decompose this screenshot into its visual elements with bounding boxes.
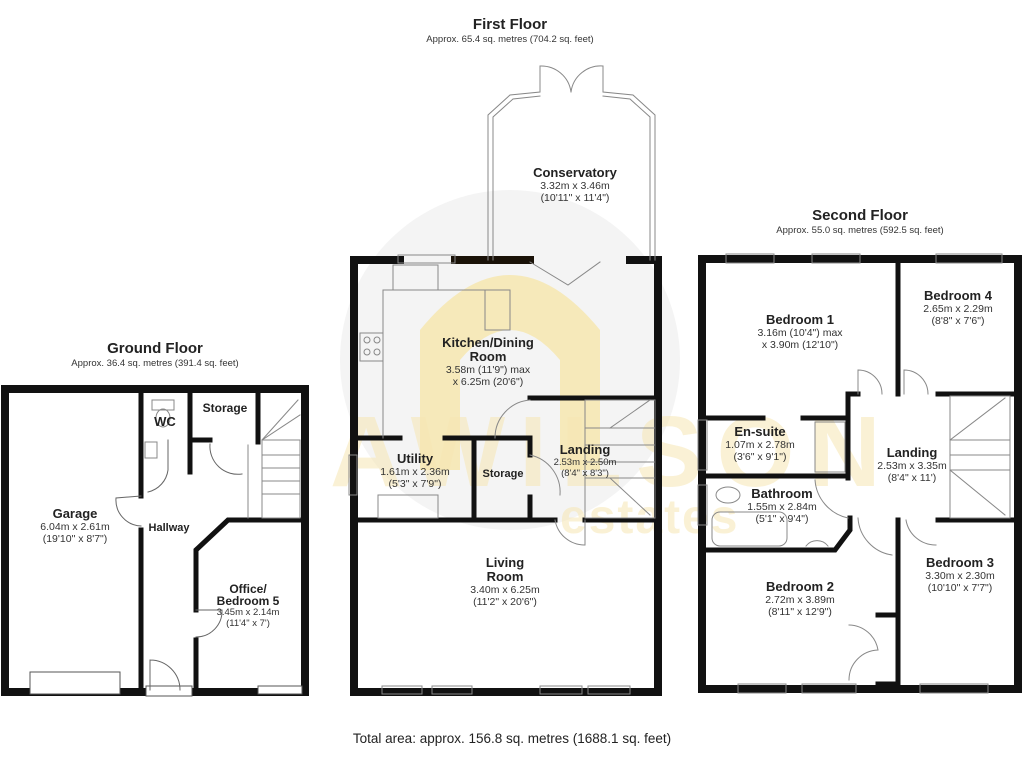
room-office-bedroom5: Office/ Bedroom 5 3.45m x 2.14m (11'4" x… (198, 583, 298, 629)
room-hallway: Hallway (148, 522, 190, 534)
room-en-suite: En-suite 1.07m x 2.78m (3'6" x 9'1") (710, 424, 810, 464)
room-landing-first: Landing 2.53m x 2.50m (8'4" x 8'3") (540, 442, 630, 480)
room-kitchen-dining: Kitchen/Dining Room 3.58m (11'9") max x … (418, 335, 558, 389)
room-name: En-suite (734, 424, 786, 439)
room-name-line1: Kitchen/Dining (442, 335, 534, 350)
total-area: Total area: approx. 156.8 sq. metres (16… (352, 731, 672, 746)
room-dim-metric: 3.45m x 2.14m (216, 607, 280, 618)
room-bedroom-1: Bedroom 1 3.16m (10'4") max x 3.90m (12'… (730, 312, 870, 352)
room-name-line2: Room (486, 569, 524, 584)
watermark-brand: AWILSON (330, 396, 895, 508)
room-name: Landing (559, 442, 611, 457)
room-dim-imperial: (5'3" x 7'9") (388, 478, 442, 490)
room-name-line2: Bedroom 5 (216, 594, 280, 608)
room-conservatory: Conservatory 3.32m x 3.46m (10'11" x 11'… (510, 165, 640, 205)
room-name: Landing (886, 445, 938, 460)
room-dim-metric: 6.04m x 2.61m (40, 521, 110, 533)
room-storage-ground: Storage (202, 401, 248, 415)
room-dim-metric: 1.55m x 2.84m (747, 501, 817, 513)
room-dim-line2: x 6.25m (20'6") (452, 376, 524, 388)
first-floor-header: First Floor Approx. 65.4 sq. metres (704… (395, 16, 625, 45)
room-dim-imperial: (8'4" x 11') (887, 472, 937, 484)
room-dim-metric: 2.53m x 2.50m (553, 457, 617, 468)
room-bathroom: Bathroom 1.55m x 2.84m (5'1" x 9'4") (732, 486, 832, 526)
room-name: Garage (52, 506, 98, 521)
room-garage: Garage 6.04m x 2.61m (19'10" x 8'7") (15, 506, 135, 546)
second-floor-area: Approx. 55.0 sq. metres (592.5 sq. feet) (776, 225, 944, 236)
room-name-line1: Living (485, 555, 525, 570)
first-floor-title: First Floor (472, 16, 548, 33)
room-name-line1: Office/ (229, 582, 267, 596)
room-wc: WC (154, 414, 176, 429)
ground-floor-area: Approx. 36.4 sq. metres (391.4 sq. feet) (71, 358, 239, 369)
room-dim-metric: 3.30m x 2.30m (925, 570, 995, 582)
second-floor-title: Second Floor (812, 207, 908, 224)
room-dim-metric: 2.65m x 2.29m (923, 303, 993, 315)
room-name: Bedroom 2 (766, 579, 834, 594)
room-dim-metric: 1.07m x 2.78m (725, 439, 795, 451)
room-landing-second: Landing 2.53m x 3.35m (8'4" x 11') (862, 445, 962, 485)
room-storage-first: Storage (482, 468, 524, 480)
room-dim-imperial: (10'10" x 7'7") (927, 582, 993, 594)
room-name: Bedroom 3 (926, 555, 994, 570)
room-dim-imperial: (10'11" x 11'4") (540, 192, 610, 204)
room-dim-imperial: (8'11" x 12'9") (768, 606, 832, 618)
room-name: Conservatory (533, 165, 617, 180)
first-floor-area: Approx. 65.4 sq. metres (704.2 sq. feet) (426, 34, 594, 45)
room-dim-line2: x 3.90m (12'10") (761, 339, 839, 351)
room-dim-metric: 2.72m x 3.89m (765, 594, 835, 606)
room-dim-imperial: (3'6" x 9'1") (733, 451, 787, 463)
room-bedroom-3: Bedroom 3 3.30m x 2.30m (10'10" x 7'7") (905, 555, 1015, 595)
room-name: Bedroom 4 (924, 288, 992, 303)
room-dim-imperial: (11'4" x 7') (226, 618, 270, 629)
room-utility: Utility 1.61m x 2.36m (5'3" x 7'9") (360, 451, 470, 491)
room-dim-line1: 3.58m (11'9") max (445, 364, 531, 376)
room-dim-line1: 3.16m (10'4") max (757, 327, 843, 339)
room-name-line2: Room (469, 349, 507, 364)
room-bedroom-4: Bedroom 4 2.65m x 2.29m (8'8" x 7'6") (902, 288, 1014, 328)
room-dim-metric: 3.32m x 3.46m (540, 180, 610, 192)
room-dim-metric: 2.53m x 3.35m (877, 460, 947, 472)
room-dim-imperial: (11'2" x 20'6") (473, 596, 537, 608)
room-living: Living Room 3.40m x 6.25m (11'2" x 20'6"… (440, 555, 570, 609)
room-name: Bathroom (751, 486, 813, 501)
room-dim-imperial: (5'1" x 9'4") (755, 513, 809, 525)
second-floor-header: Second Floor Approx. 55.0 sq. metres (59… (760, 207, 960, 236)
room-bedroom-2: Bedroom 2 2.72m x 3.89m (8'11" x 12'9") (740, 579, 860, 619)
room-name: Utility (396, 451, 434, 466)
room-dim-metric: 1.61m x 2.36m (380, 466, 450, 478)
room-dim-imperial: (19'10" x 8'7") (42, 533, 108, 545)
room-dim-metric: 3.40m x 6.25m (470, 584, 540, 596)
room-dim-imperial: (8'4" x 8'3") (561, 468, 609, 479)
room-name: Bedroom 1 (766, 312, 834, 327)
ground-floor-header: Ground Floor Approx. 36.4 sq. metres (39… (55, 340, 255, 369)
ground-floor-title: Ground Floor (107, 340, 203, 357)
room-dim-imperial: (8'8" x 7'6") (931, 315, 985, 327)
